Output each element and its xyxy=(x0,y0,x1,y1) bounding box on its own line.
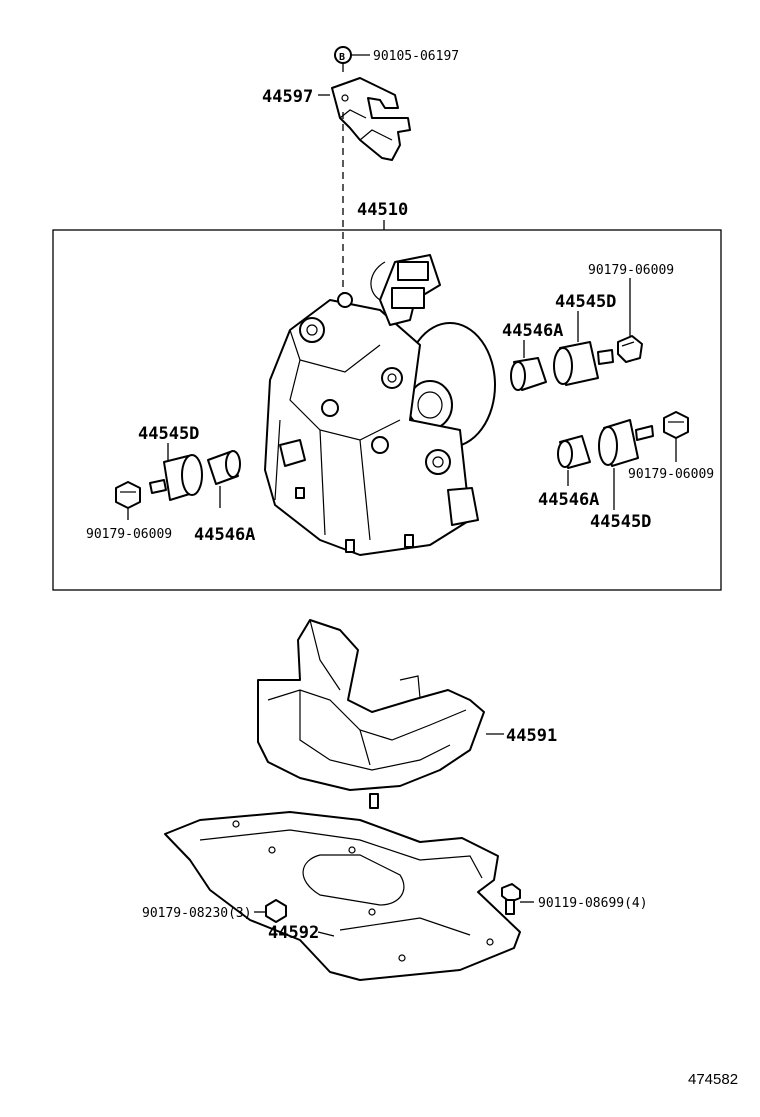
cushion-d-right-top xyxy=(553,341,614,386)
brake-actuator-illustration xyxy=(264,254,496,556)
label-nut-bottom: 90179-08230(3) xyxy=(142,906,252,921)
label-collar-a-right-bottom: 44546A xyxy=(538,490,599,510)
cushion-d-left xyxy=(149,454,203,501)
label-nut-right-bottom: 90179-06009 xyxy=(628,467,714,482)
label-bracket: 44597 xyxy=(262,87,313,107)
screw-top: B xyxy=(334,46,370,72)
nut-left xyxy=(115,481,141,509)
stud-under-protector xyxy=(369,793,379,809)
bracket-44597 xyxy=(331,77,411,161)
protector-44591 xyxy=(257,619,485,791)
svg-text:B: B xyxy=(339,52,345,63)
label-actuator-assy: 44510 xyxy=(357,200,408,220)
label-cushion-d-right-top: 44545D xyxy=(555,292,616,312)
bolt-bottom xyxy=(501,883,521,915)
bracket-44592 xyxy=(164,811,521,981)
label-collar-a-right-top: 44546A xyxy=(502,321,563,341)
label-bracket-bottom: 44592 xyxy=(268,923,319,943)
label-screw-top: 90105-06197 xyxy=(373,49,459,64)
nut-right-bottom xyxy=(663,411,689,439)
collar-a-right-bottom xyxy=(557,435,591,469)
label-nut-left: 90179-06009 xyxy=(86,527,172,542)
cushion-d-right-bottom xyxy=(598,419,654,467)
label-cushion-d-right-bottom: 44545D xyxy=(590,512,651,532)
label-protector: 44591 xyxy=(506,726,557,746)
label-bolt-bottom: 90119-08699(4) xyxy=(538,896,648,911)
label-nut-right-top: 90179-06009 xyxy=(588,263,674,278)
label-cushion-d-left: 44545D xyxy=(138,424,199,444)
collar-a-left xyxy=(207,450,241,485)
label-collar-a-left: 44546A xyxy=(194,525,255,545)
nut-bottom xyxy=(265,899,287,923)
collar-a-right-top xyxy=(510,357,547,391)
actuator-assy-frame xyxy=(52,229,722,591)
figure-number: 474582 xyxy=(688,1071,738,1088)
nut-right-top xyxy=(617,335,643,363)
